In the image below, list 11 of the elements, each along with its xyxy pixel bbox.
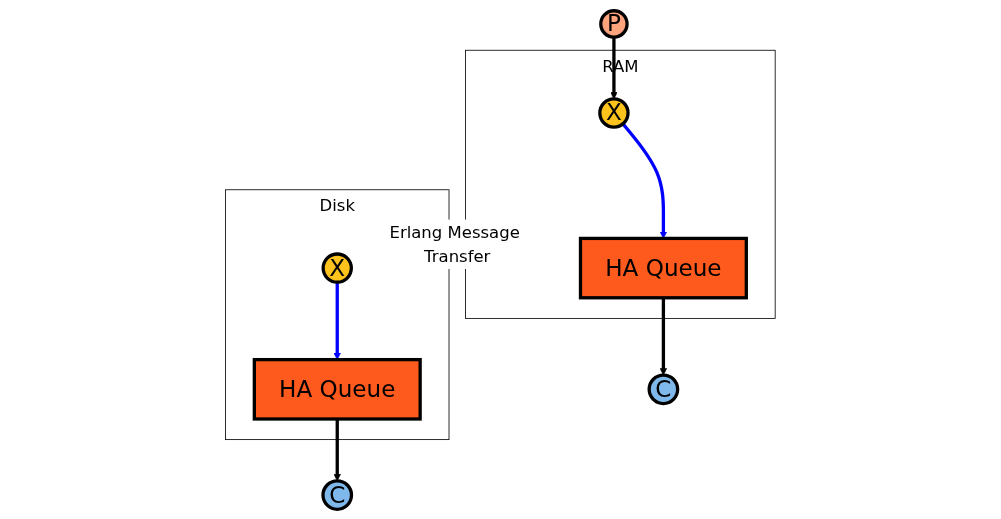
node-circle: P: [599, 9, 629, 39]
node-circle: C: [321, 479, 354, 511]
node-box: HA Queue: [252, 357, 422, 421]
edge-label: Erlang Message Transfer: [389, 221, 520, 267]
arrow: [621, 122, 668, 239]
node-circle: C: [647, 373, 680, 406]
node-box: HA Queue: [579, 236, 749, 300]
node-circle: X: [321, 252, 354, 284]
arrow: [333, 282, 342, 360]
arrow: [659, 297, 668, 376]
node-circle: X: [598, 97, 630, 129]
